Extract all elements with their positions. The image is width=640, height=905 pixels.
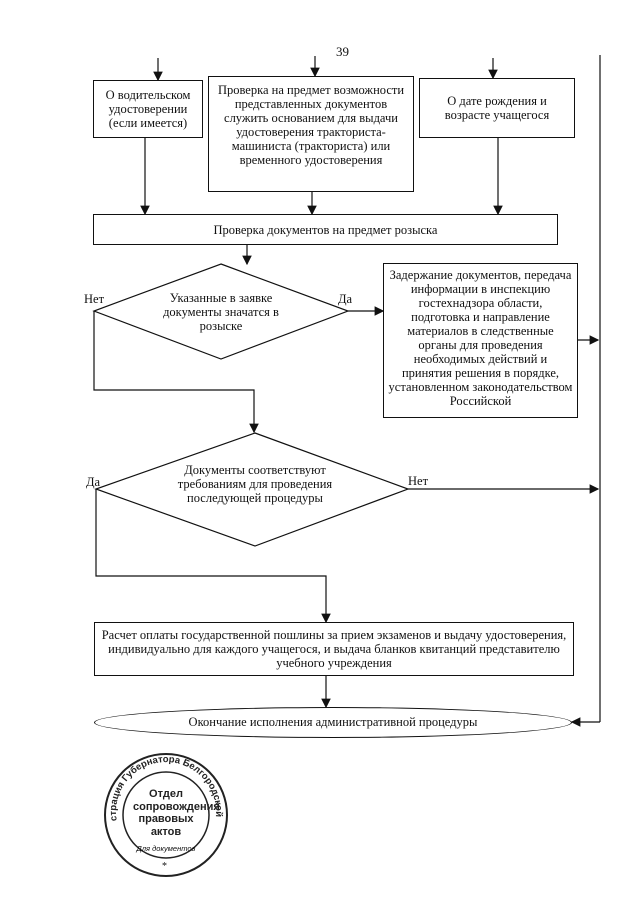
- requirements-decision-text: Документы соответствуют требованиям для …: [177, 463, 333, 505]
- detention-box: Задержание документов, передача информац…: [383, 263, 578, 418]
- stamp-ring-icon: Администрация Губернатора Белгородской о…: [99, 744, 228, 877]
- stamp-center-text: Отдел сопровождения правовых актов: [133, 788, 220, 838]
- payment-text: Расчет оплаты государственной пошлины за…: [101, 628, 567, 670]
- requirements-no-label: Нет: [408, 474, 429, 488]
- wanted-yes-label: Да: [338, 292, 353, 306]
- birth-date-text: О дате рождения и возрасте учащегося: [444, 94, 550, 122]
- wanted-check-text: Проверка документов на предмет розыска: [213, 222, 438, 237]
- stamp-bottom-text: Для документов: [136, 844, 196, 853]
- check-documents-box: Проверка на предмет возможности представ…: [208, 76, 414, 192]
- wanted-no-label: Нет: [84, 292, 105, 306]
- payment-box: Расчет оплаты государственной пошлины за…: [94, 622, 574, 676]
- page-number: 39: [336, 44, 349, 59]
- driver-license-text: О водительском удостоверении (если имеет…: [105, 88, 191, 130]
- requirements-yes-label: Да: [86, 475, 101, 489]
- wanted-check-box: Проверка документов на предмет розыска: [93, 214, 558, 245]
- driver-license-box: О водительском удостоверении (если имеет…: [93, 80, 203, 138]
- wanted-decision-text: Указанные в заявке документы значатся в …: [163, 291, 279, 333]
- birth-date-box: О дате рождения и возрасте учащегося: [419, 78, 575, 138]
- official-stamp: Администрация Губернатора Белгородской о…: [99, 744, 229, 878]
- end-text: Окончание исполнения административной пр…: [188, 715, 478, 729]
- check-documents-text: Проверка на предмет возможности представ…: [217, 83, 405, 167]
- detention-text: Задержание документов, передача информац…: [388, 268, 573, 408]
- stamp-star-icon: *: [162, 861, 167, 872]
- end-terminator: Окончание исполнения административной пр…: [94, 707, 572, 738]
